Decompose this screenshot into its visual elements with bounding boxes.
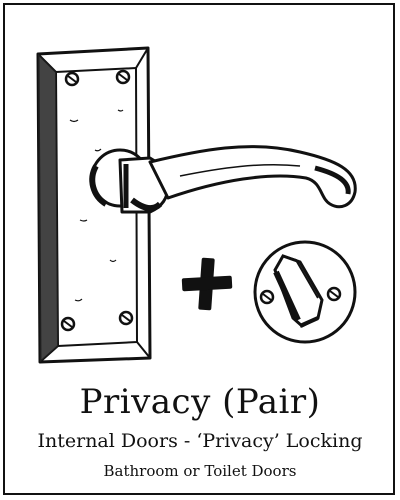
thumbturn-icon [253, 240, 357, 344]
product-title: Privacy (Pair) [79, 382, 321, 422]
lever-handle-icon [36, 46, 357, 364]
product-note: Bathroom or Toilet Doors [103, 462, 297, 480]
product-subtitle: Internal Doors - ‘Privacy’ Locking [37, 430, 363, 452]
plus-icon [181, 257, 233, 311]
product-illustration [36, 46, 357, 364]
